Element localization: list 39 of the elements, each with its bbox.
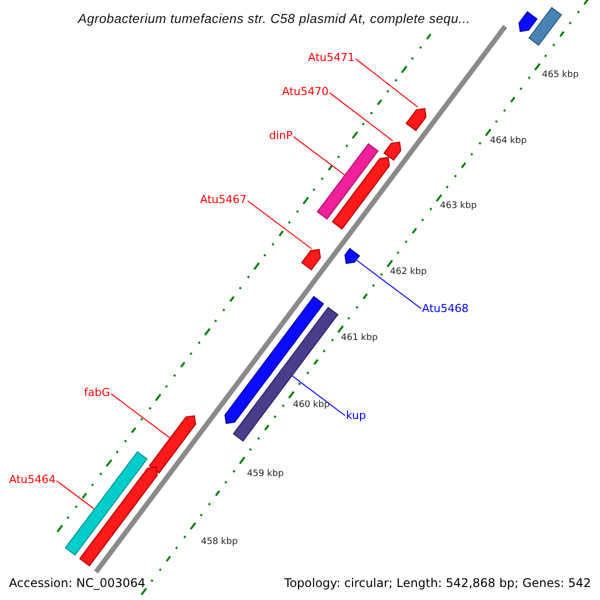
gene-label: Atu5468	[422, 302, 469, 315]
gene-block	[64, 451, 148, 556]
leader-line	[329, 92, 394, 142]
gene-block	[518, 11, 538, 32]
scale-label: 459 kbp	[247, 468, 284, 481]
leader-line	[247, 200, 312, 250]
gene-label: fabG	[84, 386, 110, 399]
scale-label: 463 kbp	[440, 200, 477, 213]
gene-block	[79, 466, 158, 566]
scale-label: 461 kbp	[341, 332, 378, 345]
gene-block	[383, 142, 402, 161]
scale-label: 462 kbp	[390, 266, 427, 279]
gene-label: Atu5464	[9, 473, 56, 486]
gene-block	[528, 6, 562, 46]
gene-block	[332, 156, 390, 230]
gene-label: Atu5470	[282, 85, 329, 98]
leader-line	[110, 393, 170, 438]
gene-block	[316, 143, 379, 220]
gene-block	[148, 415, 196, 474]
info-text: Topology: circular; Length: 542,868 bp; Genes: 542	[284, 576, 591, 590]
gene-block	[406, 108, 427, 132]
leader-line	[293, 136, 345, 176]
title: Agrobacterium tumefaciens str. C58 plasmid At, complete sequ...	[78, 10, 470, 28]
gene-label: Atu5467	[200, 193, 247, 206]
scale-label: 465 kbp	[542, 69, 579, 82]
scale-label: 460 kbp	[293, 399, 330, 412]
leader-line	[355, 58, 418, 108]
gene-block	[344, 248, 360, 264]
leader-line	[56, 480, 94, 510]
gene-label: dinP	[269, 129, 293, 142]
leader-line	[292, 376, 346, 416]
info-text: Accession: NC_003064	[9, 576, 146, 590]
gene-label: kup	[346, 409, 366, 422]
gene-label: Atu5471	[308, 51, 355, 64]
gene-block	[232, 306, 338, 442]
scale-label: 458 kbp	[201, 536, 238, 549]
leader-line	[356, 260, 422, 309]
gene-block	[301, 248, 321, 270]
scale-label: 464 kbp	[490, 135, 527, 148]
